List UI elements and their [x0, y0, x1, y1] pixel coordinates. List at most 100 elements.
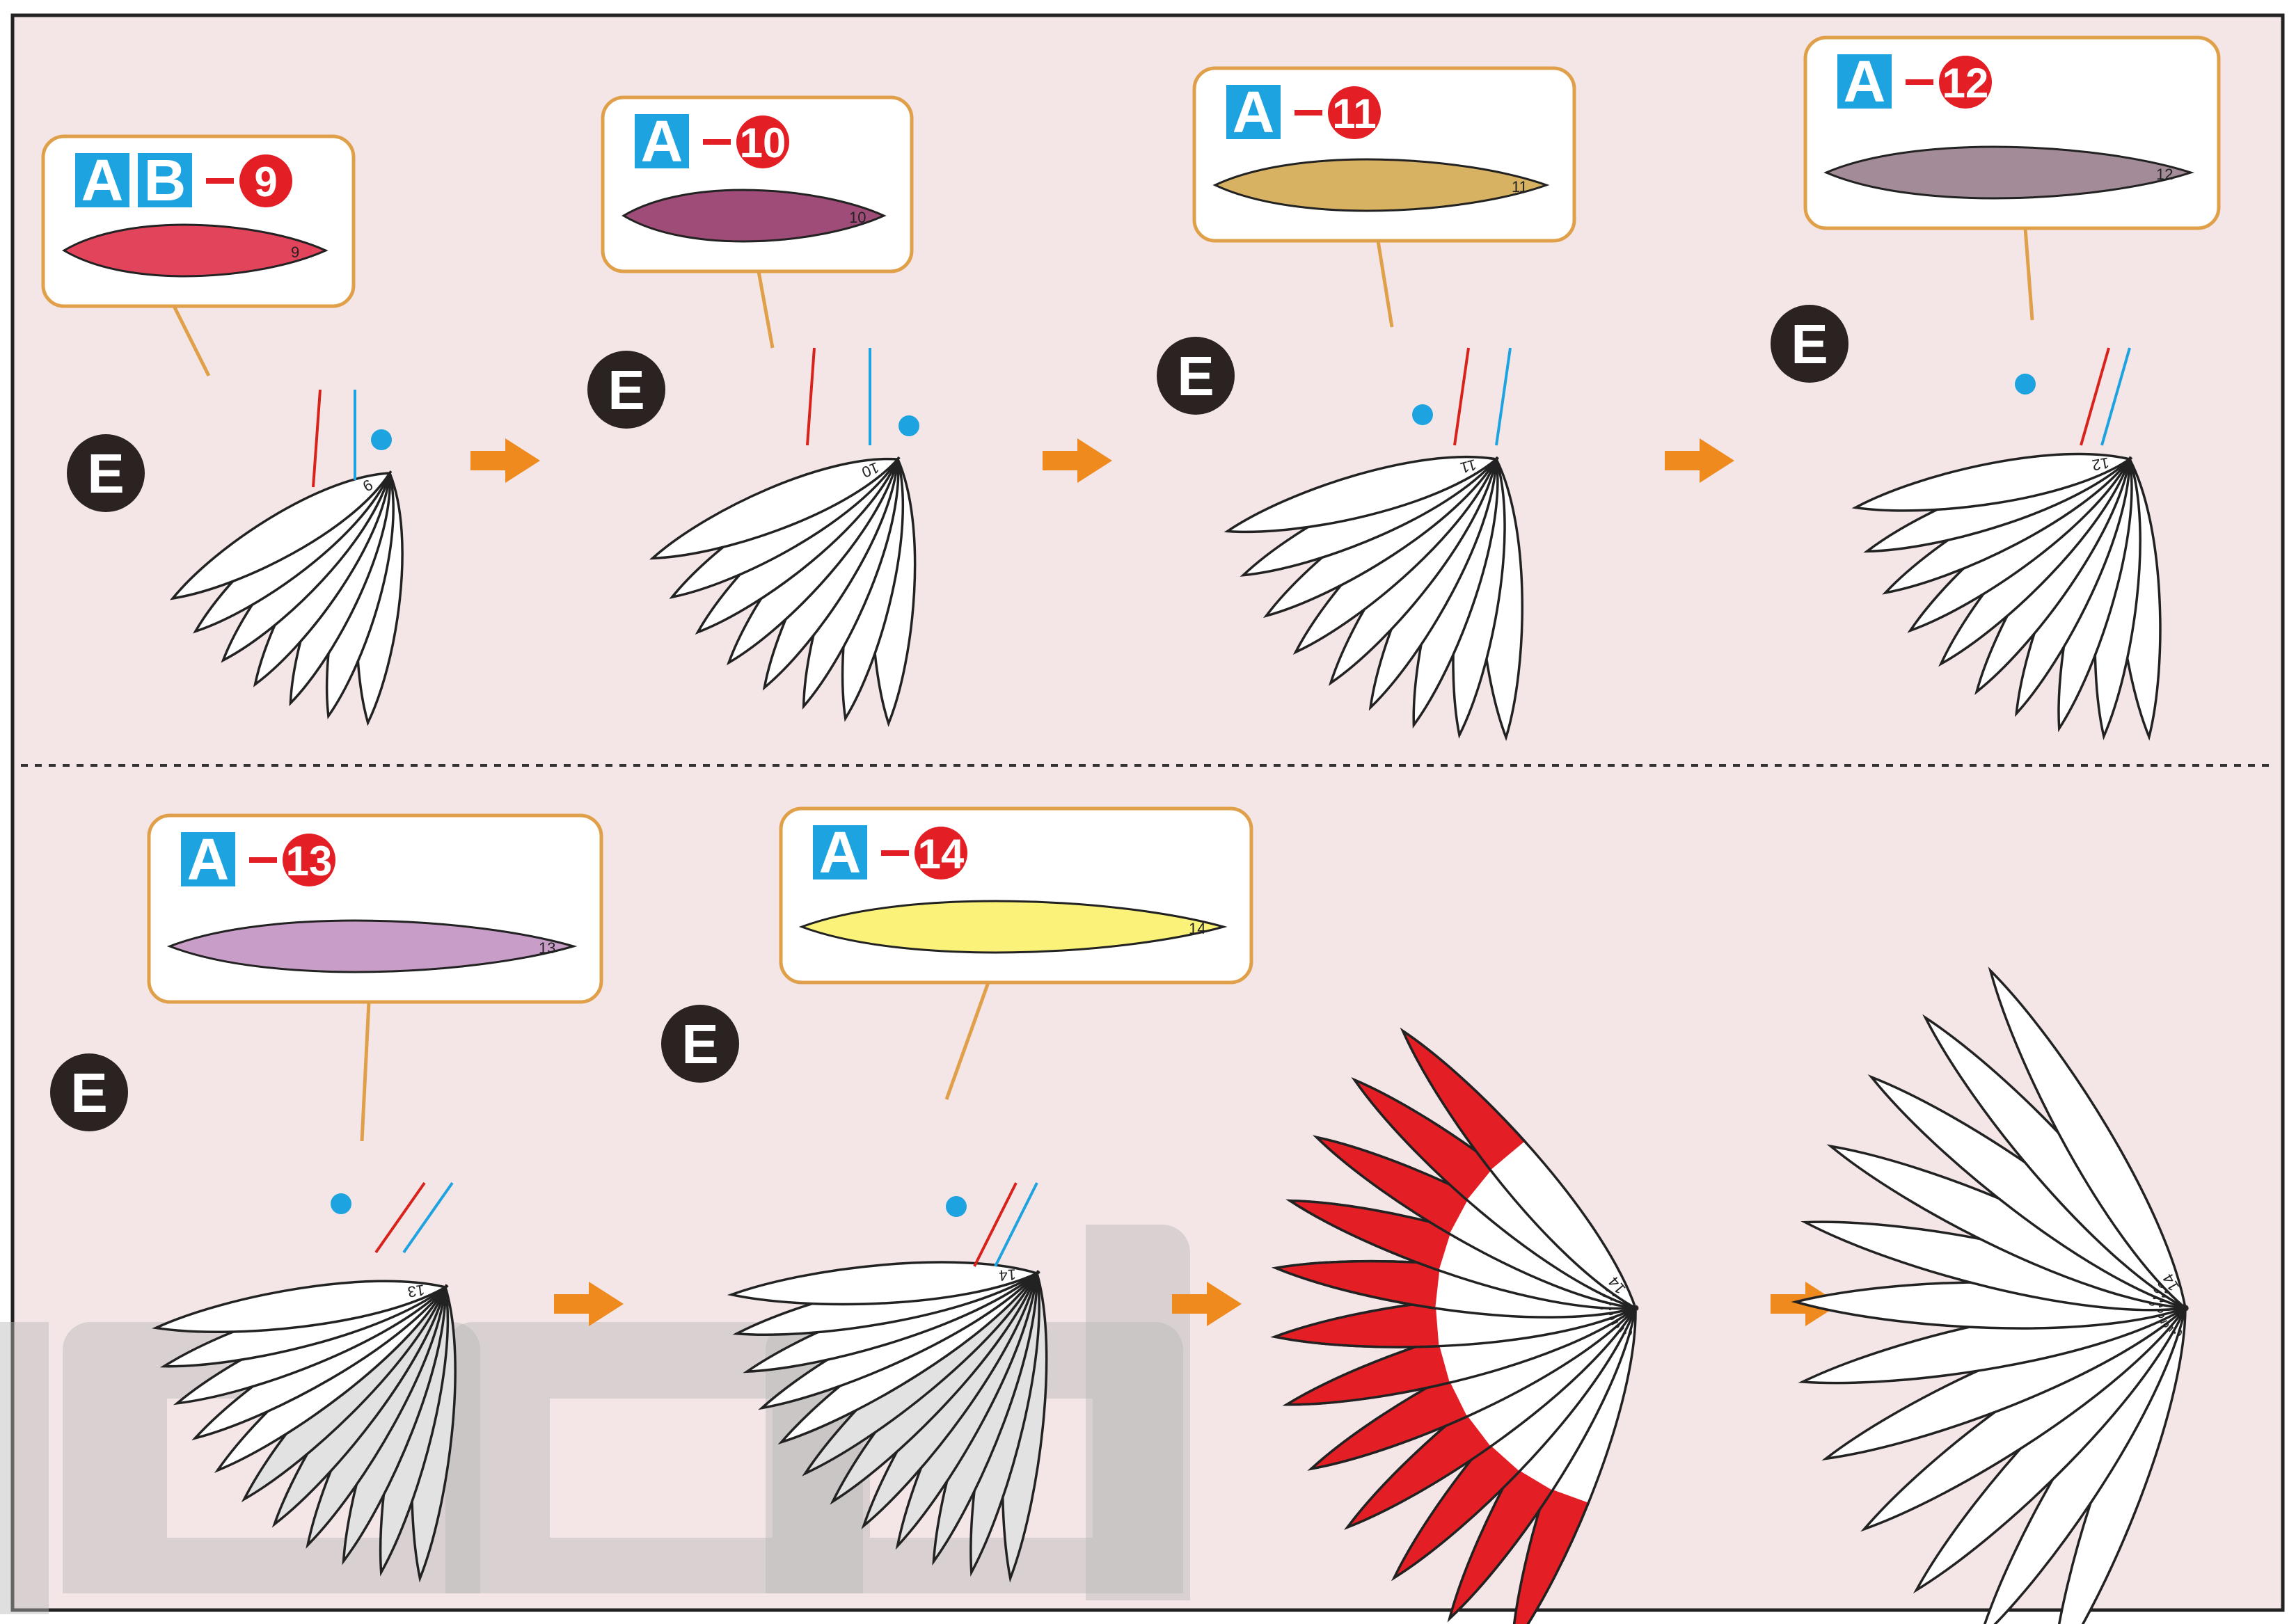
- wing-assembly: 34567891011: [1224, 456, 1523, 742]
- colored-feather-part: 14: [798, 900, 1228, 954]
- part-number: 14: [918, 831, 965, 877]
- sheet-letter: A: [81, 148, 124, 213]
- feather: 14: [727, 1261, 1040, 1306]
- alignment-line: [994, 1182, 1038, 1267]
- marker-letter: E: [1791, 313, 1828, 375]
- glue-dot-icon: [331, 1193, 351, 1214]
- colored-feather-part: 13: [166, 919, 578, 973]
- marker-letter: E: [608, 359, 644, 421]
- marker-letter: E: [70, 1062, 107, 1124]
- step-arrows: [470, 438, 1840, 1326]
- part-number-badge: [239, 154, 292, 207]
- feather-number: 12: [2091, 454, 2110, 474]
- sheet-letter-box: [635, 114, 689, 168]
- sheet-letter-box: [1226, 85, 1281, 139]
- part-number: 10: [740, 120, 786, 166]
- e-markers: E E E E E E: [50, 305, 1848, 1131]
- sheet-letter-box: [138, 153, 192, 207]
- part-label: 12: [2156, 166, 2173, 183]
- sheet-letter: A: [187, 827, 230, 892]
- part-callout: A 14 14: [779, 806, 1253, 1100]
- wing-assembly: 34567891011121314: [1270, 1027, 1639, 1624]
- glue-dot-icon: [946, 1196, 967, 1217]
- alignment-line: [374, 1181, 426, 1254]
- feather: 14: [1400, 1027, 1638, 1311]
- alignment-line: [1495, 347, 1512, 446]
- alignment-line: [2100, 347, 2131, 446]
- arrow-right-icon: [1172, 1282, 1242, 1326]
- alignment-line: [402, 1181, 454, 1254]
- arrow-right-icon: [554, 1282, 624, 1326]
- marker-e-icon: E: [661, 1005, 739, 1083]
- arrow-right-icon: [1043, 438, 1112, 483]
- marker-e-icon: E: [50, 1053, 128, 1131]
- sheet-letter-box: [1837, 54, 1892, 109]
- part-callout: A 11 11: [1192, 66, 1576, 328]
- part-callout: A 10 10: [601, 95, 914, 349]
- sheet-letter: A: [1844, 49, 1886, 114]
- part-number: 12: [1942, 60, 1989, 106]
- part-number-badge: [736, 116, 789, 168]
- marker-letter: E: [87, 443, 124, 504]
- glue-dot-icon: [371, 429, 392, 450]
- sheet-letter: A: [641, 109, 683, 174]
- alignment-line: [1453, 347, 1470, 446]
- alignment-line: [312, 389, 322, 488]
- wing-assembly: 3456789101112: [1851, 452, 2162, 741]
- part-label: 9: [291, 244, 299, 261]
- alignment-line: [2080, 347, 2110, 446]
- feather-number: 14: [999, 1266, 1017, 1284]
- part-number-badge: [1939, 56, 1992, 109]
- sheet-letter: A: [1233, 79, 1275, 145]
- feather: 11: [1224, 456, 1500, 534]
- alignment-line: [806, 347, 816, 446]
- feather: 13: [152, 1280, 449, 1333]
- sheet-letter: B: [144, 148, 187, 213]
- part-label: 11: [1512, 178, 1528, 196]
- part-label: 13: [539, 939, 555, 957]
- wing-assembly: 34567891011121314: [1791, 966, 2190, 1624]
- sheet-letter-box: [181, 832, 235, 886]
- part-number-badge: [915, 827, 967, 879]
- alignment-line: [973, 1182, 1018, 1267]
- part-callout: A 12 12: [1803, 35, 2221, 321]
- marker-e-icon: E: [67, 434, 145, 512]
- sheet-letter-box: [813, 825, 867, 879]
- feather: 12: [1851, 452, 2133, 512]
- wing-assembly: 345678910111213: [152, 1280, 457, 1583]
- part-label: 14: [1189, 920, 1205, 937]
- marker-e-icon: E: [1771, 305, 1848, 383]
- part-callout: A 13 13: [147, 813, 603, 1142]
- wing-assembly: 3456789: [169, 470, 404, 726]
- sheet-letter: A: [819, 820, 862, 885]
- feather-number: 13: [406, 1281, 426, 1300]
- colored-feather-part: 12: [1823, 145, 2194, 200]
- colored-feather-part: 11: [1212, 158, 1550, 212]
- colored-feather-part: 9: [62, 223, 328, 278]
- arrow-right-icon: [470, 438, 540, 483]
- feather: 9: [169, 472, 393, 600]
- part-number: 9: [254, 159, 277, 205]
- part-label: 10: [849, 209, 866, 226]
- colored-feather-part: 10: [621, 189, 887, 243]
- arrow-right-icon: [1665, 438, 1734, 483]
- marker-e-icon: E: [587, 351, 665, 429]
- wing-assembly: 34567891011121314: [727, 1261, 1048, 1583]
- marker-e-icon: E: [1157, 337, 1235, 415]
- marker-letter: E: [1177, 345, 1214, 407]
- part-number-badge: [1328, 86, 1381, 139]
- feather: 10: [649, 457, 901, 560]
- wing-assembly: 345678910: [649, 456, 917, 727]
- feather: 14: [1988, 966, 2187, 1312]
- glue-dot-icon: [2015, 374, 2036, 395]
- part-number: 13: [286, 838, 333, 884]
- glue-dot-icon: [898, 415, 919, 436]
- part-number-badge: [283, 834, 335, 886]
- marker-letter: E: [681, 1013, 718, 1075]
- wing-assemblies: 3456789 345678910 34567891011 3456789101112…: [152, 347, 2190, 1624]
- sheet-letter-box: [75, 153, 129, 207]
- part-number: 11: [1332, 90, 1376, 137]
